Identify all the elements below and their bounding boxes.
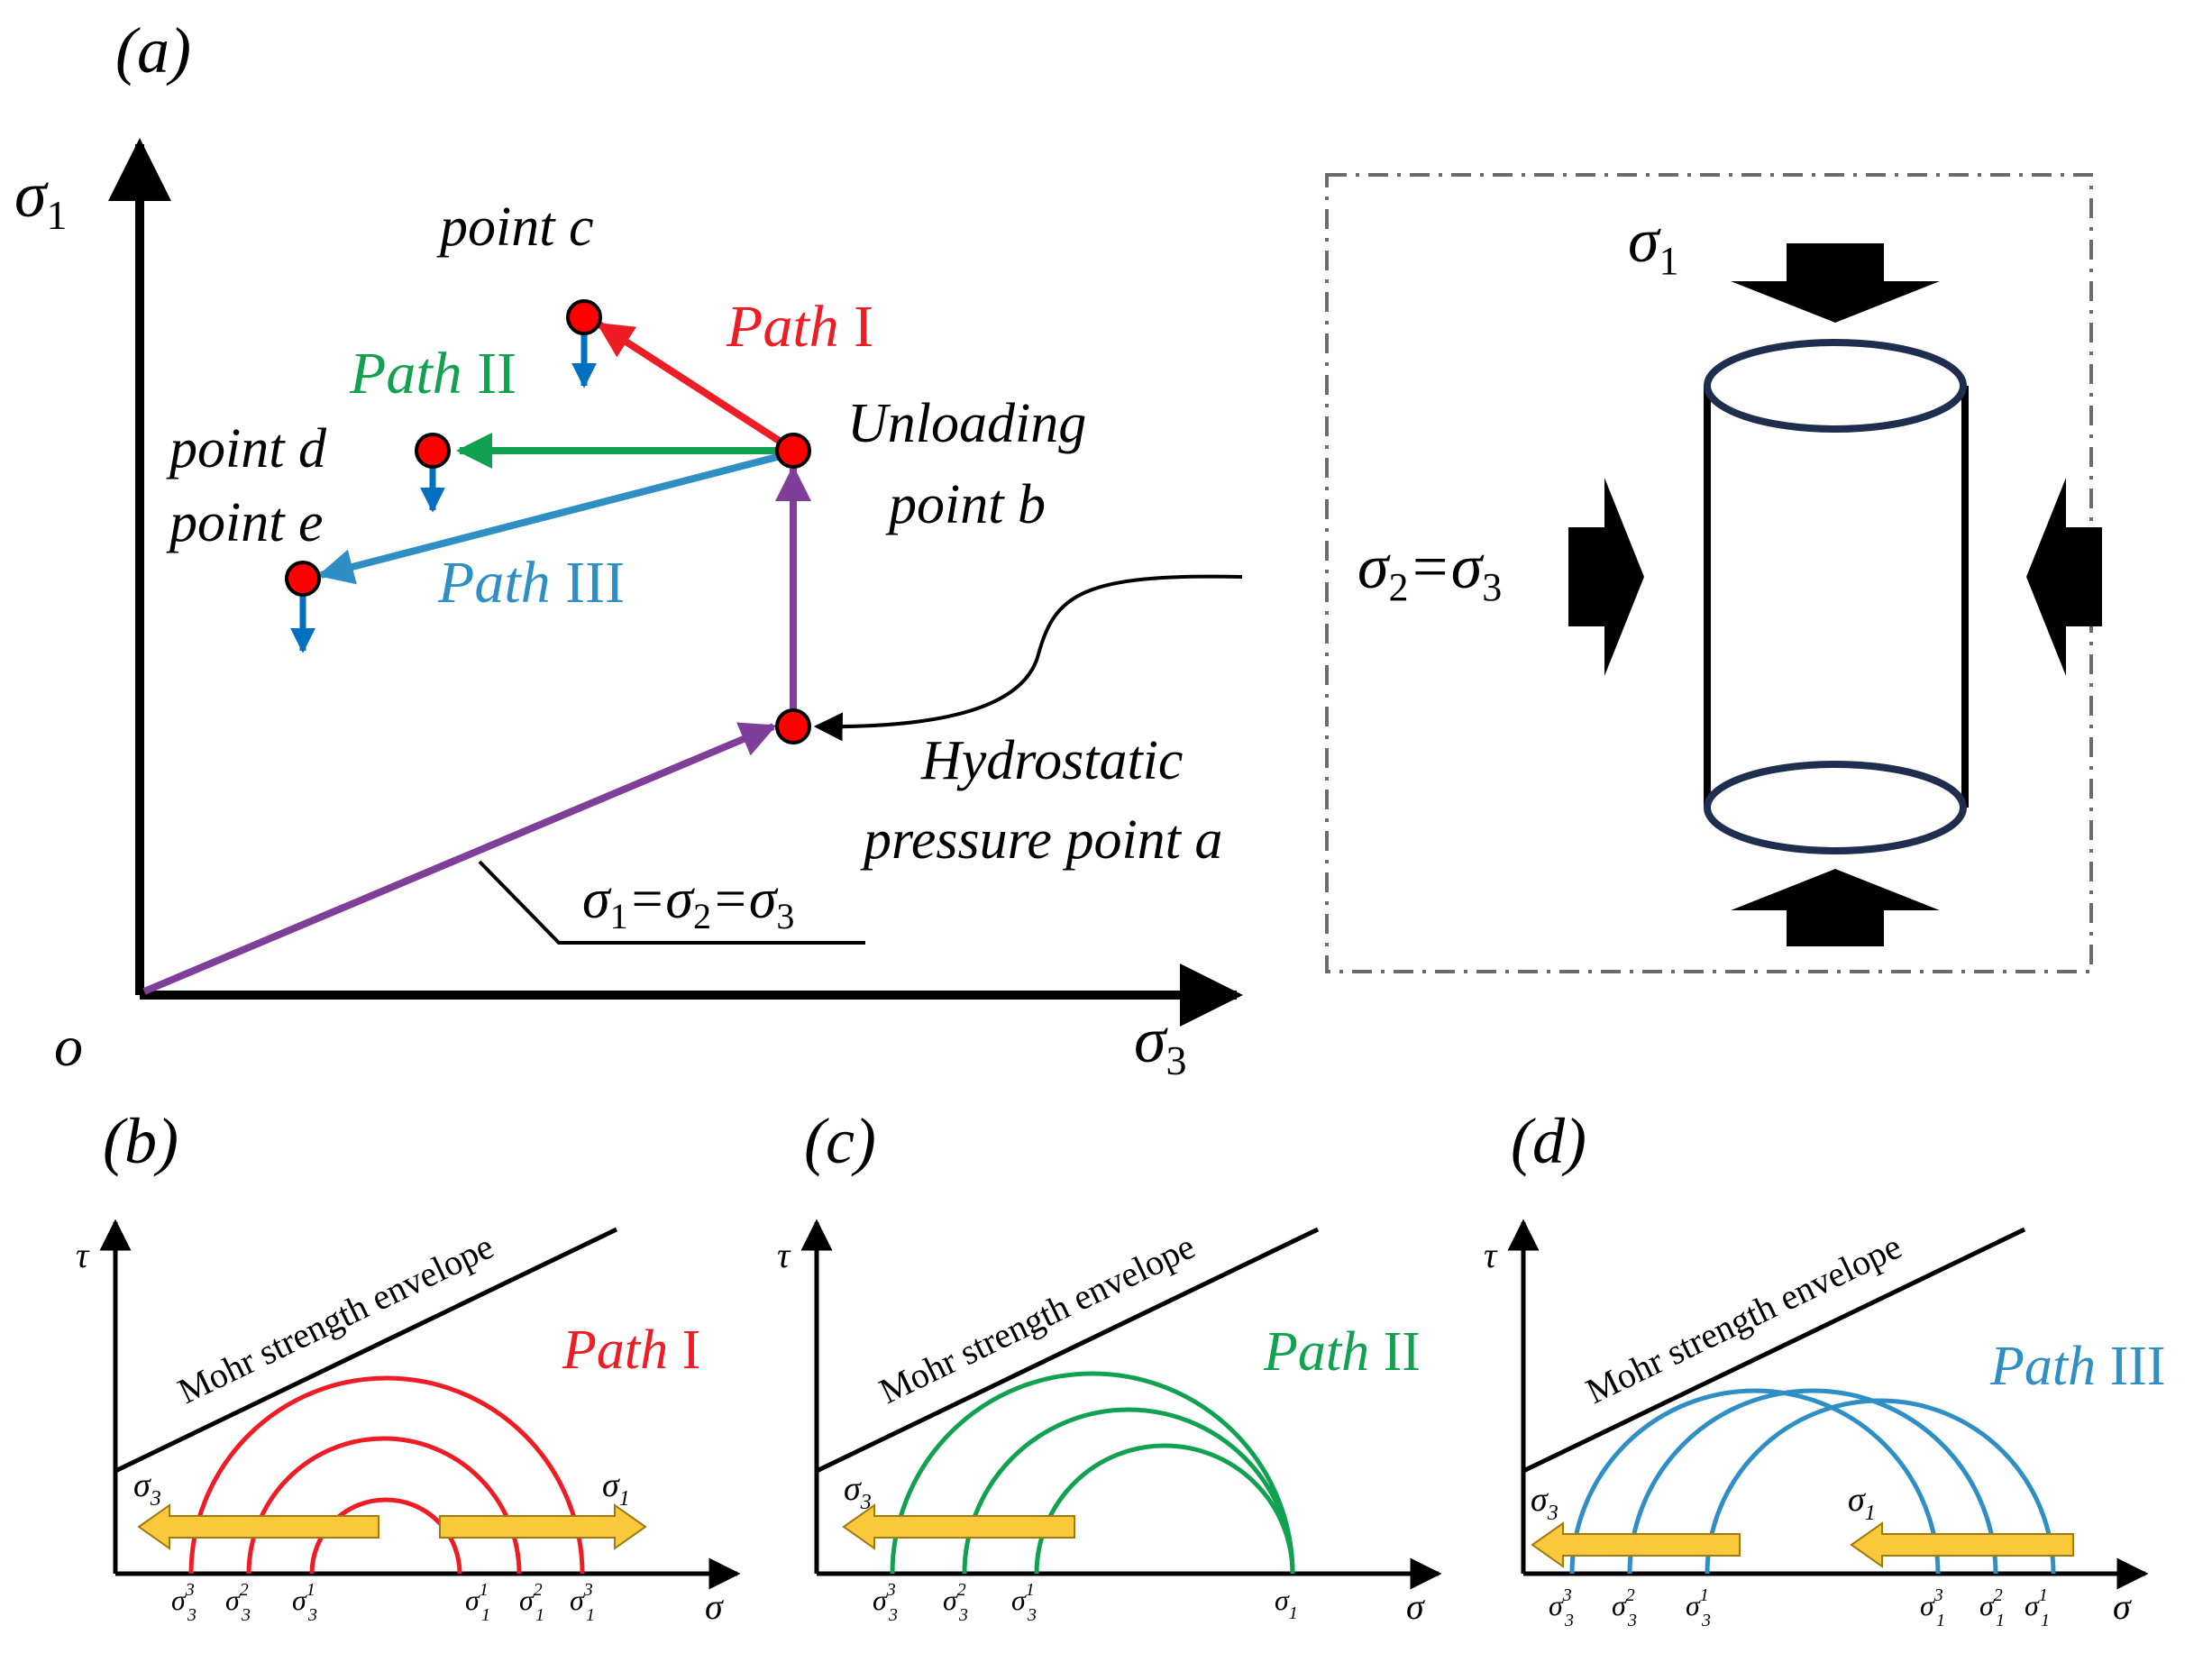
panel-a: (a) σ1 σ3 o point c point d point e Unlo… xyxy=(14,14,1243,1083)
mohr-envelope-line xyxy=(114,1227,618,1474)
right-load-arrow-shaft xyxy=(2064,527,2102,626)
tau-axis-label: τ xyxy=(1484,1235,1498,1275)
hydrostatic-path-line xyxy=(142,722,777,995)
mohr-panel-label: (b) xyxy=(103,1105,178,1177)
top-load-arrow xyxy=(1731,243,1940,323)
cylinder-bottom-face xyxy=(1704,761,1967,854)
path-2-label: Path II xyxy=(349,341,516,406)
right-load-arrow xyxy=(2026,478,2066,676)
specimen-panel: σ1 σ2=σ3 xyxy=(1325,173,2102,973)
tau-axis-label: τ xyxy=(777,1235,791,1275)
path-3-line xyxy=(317,452,782,585)
mohr-circle-left xyxy=(1569,1388,1941,1575)
unloading-label-line1: Unloading xyxy=(847,393,1086,454)
left-load-arrow xyxy=(1604,478,1644,676)
sigma-axis-label: σ xyxy=(2113,1586,2132,1627)
specimen-confining-label: σ2=σ3 xyxy=(1357,533,1502,609)
panel-a-label: (a) xyxy=(115,14,191,87)
hydrostatic-equality-label: σ1=σ2=σ3 xyxy=(582,869,794,936)
mohr-circle-middle xyxy=(1627,1388,1998,1575)
mohr-circle-inner xyxy=(309,1497,462,1575)
specimen-sigma1-label: σ1 xyxy=(1628,206,1679,283)
point-b-marker xyxy=(775,433,811,469)
hydrostatic-label-line1: Hydrostatic xyxy=(920,730,1183,791)
mohr-envelope-line xyxy=(1522,1227,2026,1474)
sigma3-arrow-label: σ3 xyxy=(1531,1481,1558,1525)
sigma-axis-label: σ xyxy=(1406,1586,1425,1627)
point-e-marker xyxy=(285,561,321,597)
point-c-label: point c xyxy=(436,196,593,258)
sigma1-direction-arrow xyxy=(1850,1521,2074,1568)
mohr-panel-label: (d) xyxy=(1511,1105,1586,1177)
mohr-circle-outer xyxy=(188,1375,585,1575)
tau-axis-label: τ xyxy=(76,1235,90,1275)
mohr-circle-outer xyxy=(890,1371,1295,1575)
hydrostatic-leader-line xyxy=(478,860,865,945)
specimen-pointer-arrow xyxy=(813,574,1243,742)
mohr-path-label: Path III xyxy=(1989,1336,2166,1397)
tick-sigma1: σ1 xyxy=(1275,1584,1298,1623)
path-1-line xyxy=(596,321,789,449)
cylinder-top-face xyxy=(1704,339,1967,433)
mohr-envelope-line xyxy=(815,1227,1320,1474)
sigma3-axis-label: σ3 xyxy=(1134,1004,1187,1083)
left-load-arrow-shaft xyxy=(1568,527,1606,626)
hydrostatic-label-line2: pressure point a xyxy=(860,809,1222,871)
unloading-label-line2: point b xyxy=(885,474,1046,535)
sigma-axis-label: σ xyxy=(705,1586,724,1627)
path-3-label: Path III xyxy=(437,550,625,616)
origin-label: o xyxy=(54,1014,83,1078)
point-a-marker xyxy=(775,708,811,744)
sigma1-arrow-label: σ1 xyxy=(1848,1481,1876,1525)
path-1-label: Path I xyxy=(726,294,873,360)
sigma1-direction-arrow xyxy=(439,1503,647,1550)
mohr-circle-right xyxy=(1705,1398,2056,1575)
bottom-load-arrow xyxy=(1731,869,1940,946)
point-e-label: point e xyxy=(166,492,323,553)
sigma3-direction-arrow xyxy=(1531,1521,1741,1568)
sigma3-arrow-label: σ3 xyxy=(133,1466,161,1511)
point-d-label: point d xyxy=(166,418,327,479)
point-d-marker xyxy=(415,433,451,469)
sigma3-direction-arrow xyxy=(137,1503,379,1550)
mohr-circle-middle xyxy=(962,1407,1295,1575)
mohr-circle-middle xyxy=(246,1436,522,1575)
point-c-marker xyxy=(566,299,602,335)
sigma1-axis-label: σ1 xyxy=(14,159,68,238)
mohr-path-label: Path II xyxy=(1263,1321,1421,1383)
mohr-panel-label: (c) xyxy=(804,1105,876,1177)
sigma3-arrow-label: σ3 xyxy=(844,1470,872,1514)
mohr-circle-inner xyxy=(1034,1443,1295,1575)
mohr-envelope-label: Mohr strength envelope xyxy=(1579,1226,1907,1411)
sigma1-arrow-label: σ1 xyxy=(602,1466,630,1511)
mohr-path-label: Path I xyxy=(562,1320,700,1381)
sigma3-direction-arrow xyxy=(842,1503,1075,1550)
